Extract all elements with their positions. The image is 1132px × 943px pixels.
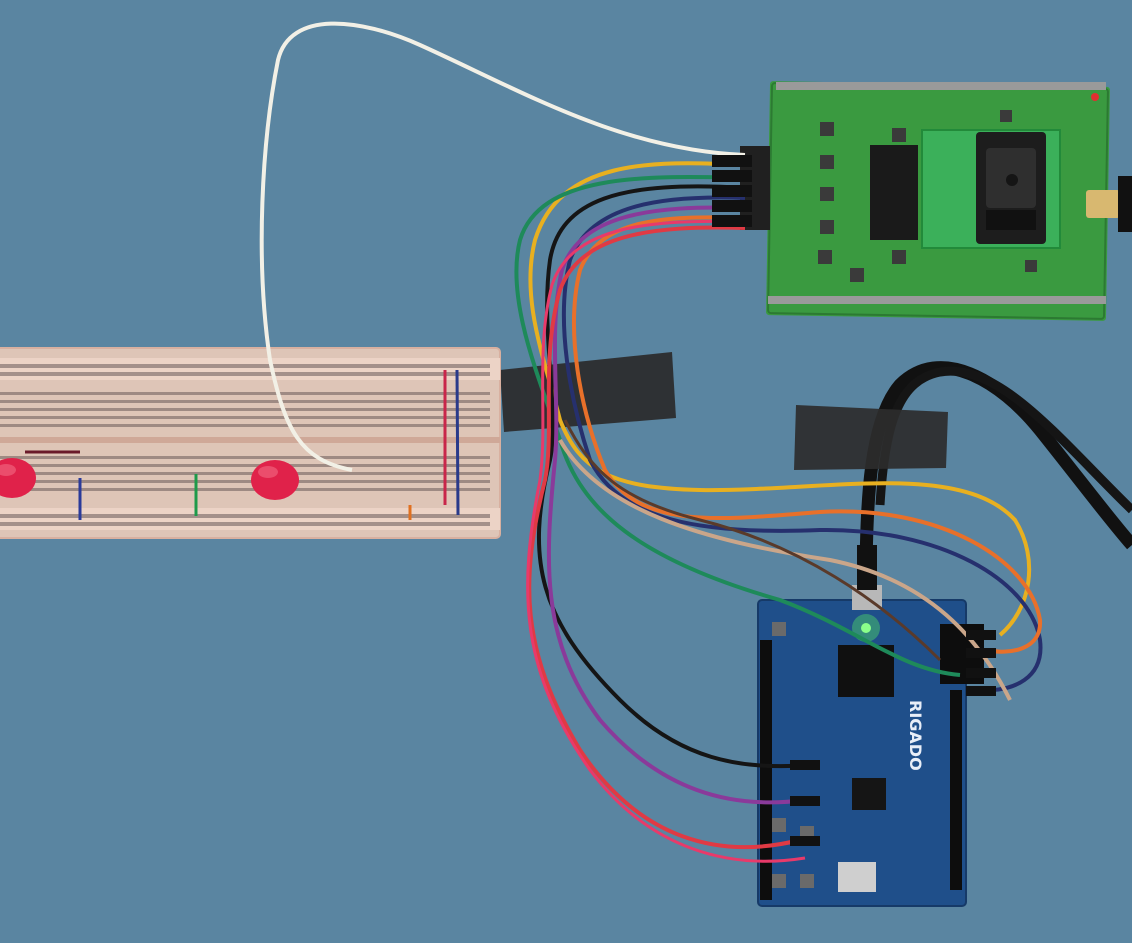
wire-connector-housings <box>712 155 752 227</box>
tape-piece-right <box>794 405 948 470</box>
wire-brown <box>563 419 942 662</box>
wire-purple <box>546 205 806 805</box>
nordic-buttons <box>772 622 814 888</box>
eval-board-chips <box>818 110 1037 282</box>
nordic-board: RIGADO <box>757 545 984 907</box>
eval-board <box>740 81 1132 321</box>
nordic-led <box>861 623 871 633</box>
wire-pink <box>526 219 806 863</box>
nordic-main-chip <box>838 645 894 697</box>
wire-red <box>527 225 801 850</box>
eval-usb-port <box>1086 190 1120 218</box>
breadboard <box>0 347 501 539</box>
nordic-header-left <box>760 640 772 900</box>
push-button-right <box>251 460 299 500</box>
wire-black <box>536 184 811 769</box>
nordic-wire-housings <box>790 630 996 846</box>
breadboard-holes <box>0 364 490 526</box>
nordic-header-right <box>950 690 962 890</box>
eval-board-headers <box>768 82 1106 304</box>
push-button-left <box>0 458 36 498</box>
eval-board-connector <box>870 145 918 240</box>
wire-tan <box>558 439 1012 701</box>
jumper-blue <box>455 369 460 516</box>
eval-led <box>1091 93 1099 101</box>
nordic-module <box>838 862 876 892</box>
wire-white <box>259 21 746 472</box>
board-brand-label: RIGADO <box>906 700 925 771</box>
